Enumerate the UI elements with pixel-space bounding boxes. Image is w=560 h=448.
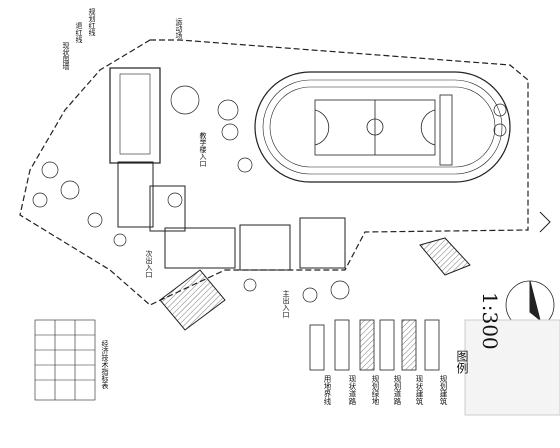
label-entry: 教学楼入口: [199, 132, 207, 167]
legend-swatches: [309, 319, 440, 371]
basketball-court: [314, 99, 436, 156]
existing-building-1: [159, 269, 226, 331]
legend-item: 规划绿地: [371, 375, 380, 405]
legend-item: 现状建筑: [415, 375, 424, 405]
label-playground: 运动场: [175, 18, 183, 39]
teaching-building: [109, 67, 346, 271]
arrow-icon: [539, 211, 551, 233]
legend-item: 现状道路: [348, 375, 357, 405]
label-red-line: 规划红线: [88, 8, 96, 36]
running-track: [254, 71, 511, 183]
indicator-table: [34, 319, 96, 401]
label-side-gate: 次出入口: [145, 250, 153, 278]
scale-label: 1:300: [478, 292, 502, 350]
existing-building-2: [419, 237, 471, 276]
label-setback: 退红线: [75, 22, 83, 43]
legend-item: 用地界线: [323, 375, 332, 405]
trees: [32, 85, 507, 303]
table-title: 经济技术指标表: [101, 340, 109, 389]
legend-box: [464, 319, 560, 416]
label-main-gate: 主出入口: [282, 290, 290, 318]
stand: [439, 94, 453, 166]
label-wall: 现状围墙: [62, 42, 70, 70]
legend-item: 规划建筑: [439, 375, 448, 405]
legend-item: 规划道路: [393, 375, 402, 405]
legend-title: 图例: [455, 350, 469, 374]
site-boundary: [19, 39, 529, 306]
